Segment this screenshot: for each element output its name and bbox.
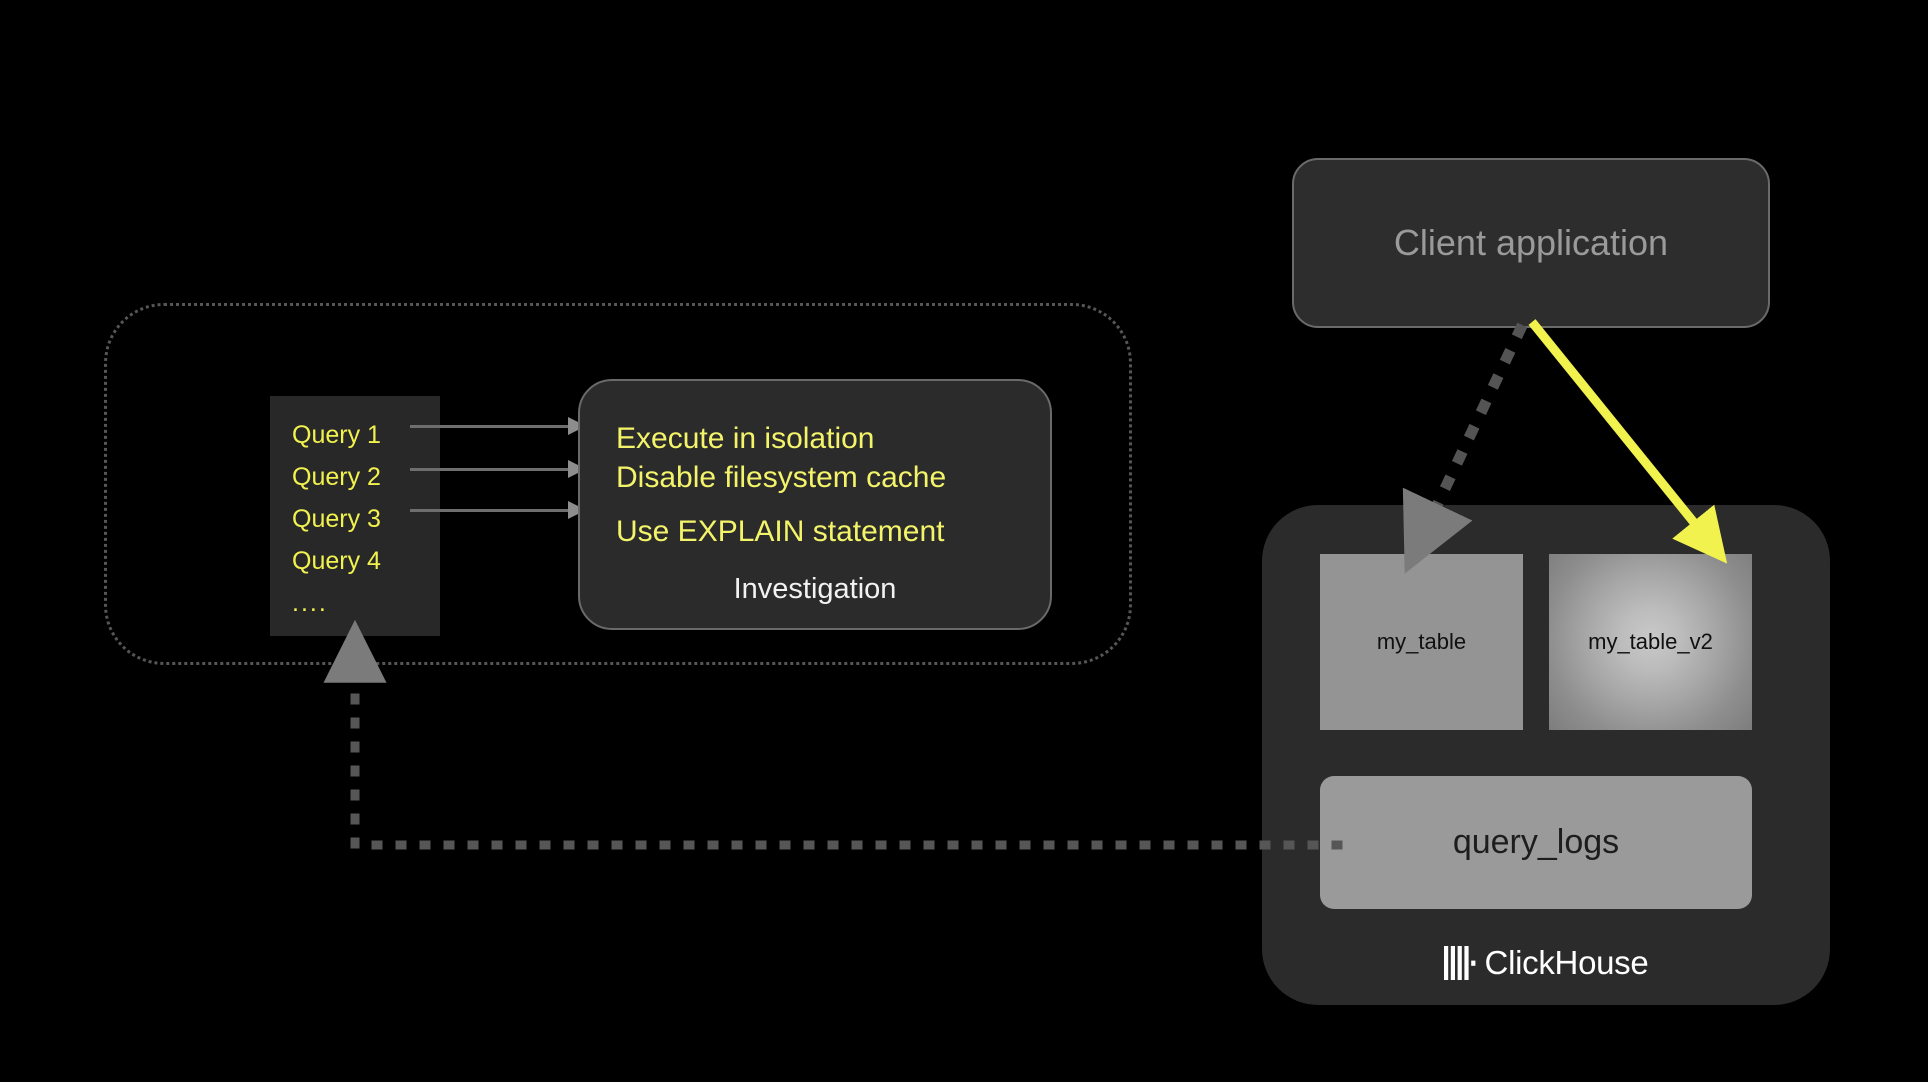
table-my-table: my_table xyxy=(1320,554,1523,730)
investigation-step: Execute in isolation xyxy=(616,422,875,455)
query-3-arrow xyxy=(410,501,586,519)
investigation-card: Execute in isolation Disable filesystem … xyxy=(578,379,1052,630)
query-list-panel: Query 1 Query 2 Query 3 Query 4 .... xyxy=(270,396,440,636)
list-item: Query 4 xyxy=(292,547,381,575)
clickhouse-bars-icon xyxy=(1443,946,1475,980)
table-query-logs: query_logs xyxy=(1320,776,1752,909)
table-my-table-label: my_table xyxy=(1376,629,1467,654)
client-to-my-table-dotted-arrow xyxy=(1402,322,1528,574)
list-item: Query 3 xyxy=(292,505,381,533)
investigation-region xyxy=(104,303,1132,665)
table-query-logs-label: query_logs xyxy=(1452,823,1620,861)
clickhouse-container: my_table my_table_v2 query_logs ClickHou… xyxy=(1262,505,1830,1005)
clickhouse-logo-text: ClickHouse xyxy=(1484,944,1649,981)
table-my-table-v2-label: my_table_v2 xyxy=(1588,629,1713,654)
clickhouse-logo: ClickHouse xyxy=(1262,944,1830,982)
table-my-table-v2: my_table_v2 xyxy=(1549,554,1752,730)
investigation-step: Disable filesystem cache xyxy=(616,461,947,494)
query-2-arrow xyxy=(410,460,586,478)
list-item: Query 1 xyxy=(292,421,381,449)
list-item-ellipsis: .... xyxy=(292,589,328,617)
list-item: Query 2 xyxy=(292,463,381,491)
investigation-step: Use EXPLAIN statement xyxy=(616,515,945,548)
query-1-arrow xyxy=(410,417,586,435)
client-to-my-table-v2-arrow xyxy=(1528,319,1728,564)
client-application-label: Client application xyxy=(1393,222,1669,263)
client-application-box: Client application xyxy=(1292,158,1770,328)
investigation-caption: Investigation xyxy=(733,573,897,605)
query-logs-feedback-dotted-arrow xyxy=(323,619,1343,850)
investigation-steps: Execute in isolation Disable filesystem … xyxy=(616,419,1036,551)
